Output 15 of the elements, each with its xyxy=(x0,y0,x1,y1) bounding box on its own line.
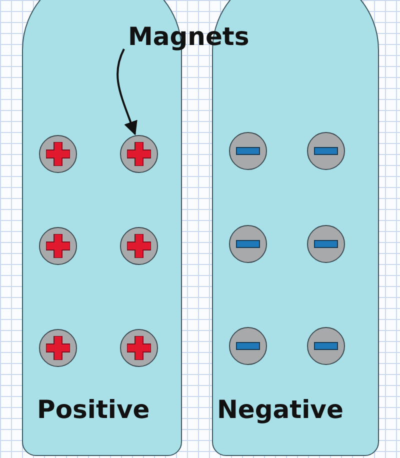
magnet xyxy=(39,227,77,265)
magnet xyxy=(229,225,267,263)
magnet xyxy=(307,327,345,365)
arrow xyxy=(116,48,138,136)
magnet xyxy=(39,135,77,173)
magnet xyxy=(229,132,267,170)
magnet xyxy=(229,327,267,365)
magnet xyxy=(307,132,345,170)
magnet xyxy=(307,225,345,263)
plate-label: Positive xyxy=(37,395,150,424)
magnet xyxy=(120,135,158,173)
magnet xyxy=(39,329,77,367)
plate-label: Negative xyxy=(217,395,344,424)
magnet xyxy=(120,329,158,367)
magnet xyxy=(120,227,158,265)
